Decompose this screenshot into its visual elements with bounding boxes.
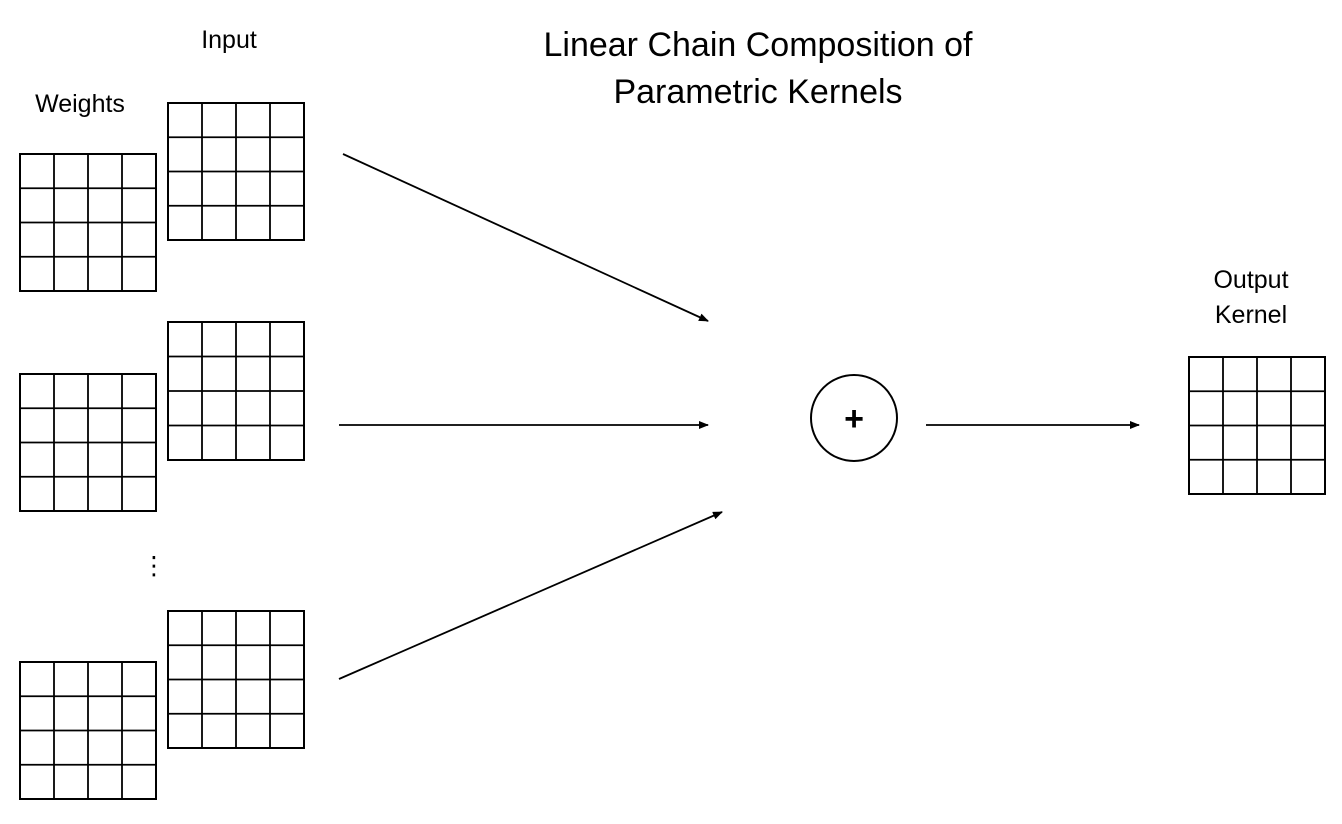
input-grid-2 — [167, 321, 305, 461]
ellipsis-dots: ⋮ — [142, 552, 167, 580]
grid-layer — [19, 102, 1326, 800]
weights-grid-2 — [19, 373, 157, 512]
output-label-line2: Kernel — [1215, 301, 1287, 329]
diagram-title-line2: Parametric Kernels — [613, 73, 902, 111]
diagram-title-line1: Linear Chain Composition of — [543, 26, 973, 64]
output-label-line1: Output — [1213, 266, 1288, 294]
input-label: Input — [201, 26, 257, 54]
arrow-pair3-to-sum — [338, 511, 723, 680]
weights-grid-3 — [19, 661, 157, 800]
input-grid-1 — [167, 102, 305, 241]
input-grid-3 — [167, 610, 305, 749]
arrow-pair1-to-sum — [342, 153, 709, 322]
weights-grid-1 — [19, 153, 157, 292]
plus-icon: + — [844, 400, 864, 438]
sum-node-circle — [810, 374, 898, 462]
weights-label: Weights — [35, 90, 125, 118]
output-kernel-grid — [1188, 356, 1326, 495]
